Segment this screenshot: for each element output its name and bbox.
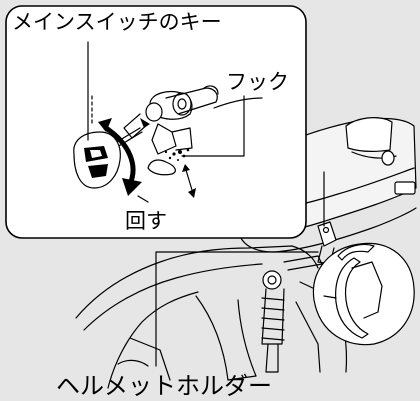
- rotate-arrow-icon: [98, 118, 142, 196]
- ignition-key-illustration: [73, 95, 143, 189]
- lock-mechanism-illustration: [123, 85, 263, 176]
- leader-line-hook: [181, 95, 245, 157]
- hook-label: フック: [226, 70, 289, 94]
- helmet-illustration: [312, 242, 415, 346]
- up-down-arrow-icon: [182, 164, 196, 198]
- main-switch-key-label: メインスイッチのキー: [12, 10, 222, 34]
- leader-line-turn: [137, 195, 149, 203]
- curved-arrow-icon: [140, 118, 150, 128]
- helmet-holder-label: ヘルメットホルダー: [56, 372, 272, 400]
- inset-panel: [5, 5, 307, 239]
- leader-line-helmet-holder: [155, 251, 319, 367]
- turn-label: 回す: [125, 209, 167, 233]
- rear-shock-illustration: [261, 255, 323, 373]
